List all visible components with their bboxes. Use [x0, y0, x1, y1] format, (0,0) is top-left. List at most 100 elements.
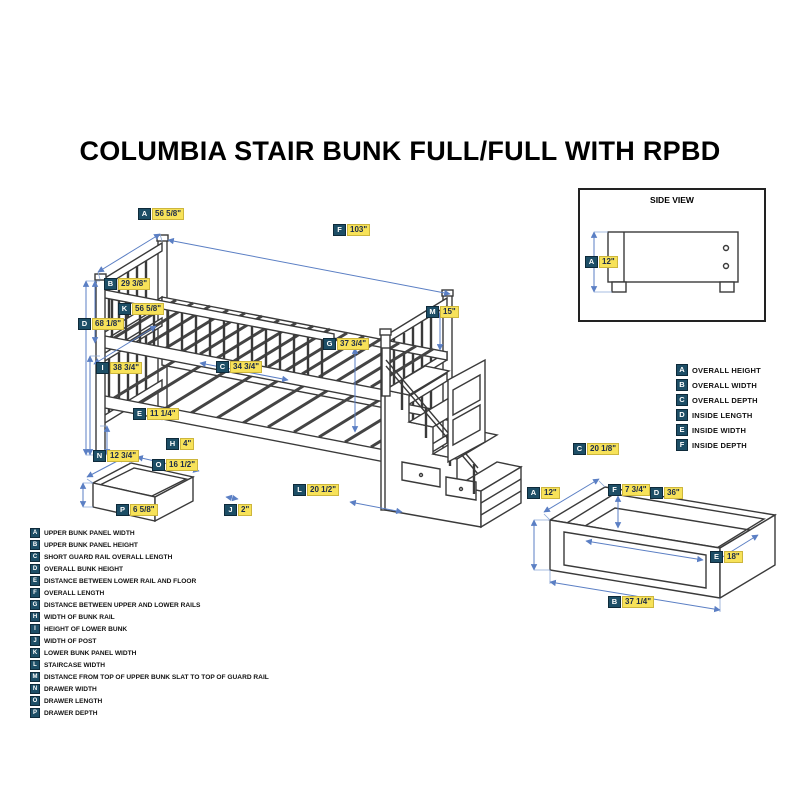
key-letter-box: D — [676, 409, 688, 421]
dim-value: 6 5/8" — [130, 504, 158, 516]
dim-value: 4" — [180, 438, 195, 450]
key-label: WIDTH OF POST — [44, 637, 97, 645]
dim-value: 7 3/4" — [622, 484, 650, 496]
key-letter-box: J — [30, 636, 40, 646]
key-letter-box: F — [676, 439, 688, 451]
parts-key-row: L STAIRCASE WIDTH — [30, 660, 269, 670]
dim-value: 37 3/4" — [337, 338, 370, 350]
key-label: WIDTH OF BUNK RAIL — [44, 613, 115, 621]
dim-letter-box: M — [426, 306, 439, 318]
dim-letter-box: A — [527, 487, 540, 499]
dim-letter-box: K — [118, 303, 131, 315]
dim-value: 38 3/4" — [110, 362, 143, 374]
key-label: INSIDE WIDTH — [692, 425, 747, 435]
dim-value: 103" — [347, 224, 371, 236]
key-label: OVERALL DEPTH — [692, 395, 758, 405]
bunk-bed-drawing — [82, 233, 523, 529]
key-letter-box: P — [30, 708, 40, 718]
parts-key-row: B UPPER BUNK PANEL HEIGHT — [30, 540, 269, 550]
key-letter-box: G — [30, 600, 40, 610]
key-letter-box: M — [30, 672, 40, 682]
key-label: UPPER BUNK PANEL HEIGHT — [44, 541, 138, 549]
dim-value: 68 1/8" — [92, 318, 125, 330]
parts-key-row: J WIDTH OF POST — [30, 636, 269, 646]
key-letter-box: D — [30, 564, 40, 574]
key-letter-box: L — [30, 660, 40, 670]
dim-value: 11 1/4" — [147, 408, 179, 420]
key-letter-box: I — [30, 624, 40, 634]
dim-value: 12 3/4" — [107, 450, 140, 462]
key-letter-box: H — [30, 612, 40, 622]
parts-key-row: M DISTANCE FROM TOP OF UPPER BUNK SLAT TO… — [30, 672, 269, 682]
key-label: INSIDE DEPTH — [692, 440, 747, 450]
dim-letter-box: D — [650, 487, 663, 499]
dim-value: 12" — [541, 487, 560, 499]
key-letter-box: C — [676, 394, 688, 406]
key-letter-box: E — [30, 576, 40, 586]
dim-letter-box: N — [93, 450, 106, 462]
page-title: COLUMBIA STAIR BUNK FULL/FULL WITH RPBD — [79, 136, 721, 166]
key-label: DRAWER WIDTH — [44, 685, 97, 693]
dim-letter-box: G — [323, 338, 336, 350]
key-letter-box: A — [30, 528, 40, 538]
key-letter-box: F — [30, 588, 40, 598]
parts-key-row: I HEIGHT OF LOWER BUNK — [30, 624, 269, 634]
dim-value: 2" — [238, 504, 253, 516]
dim-letter-box: D — [78, 318, 91, 330]
side-view-panel: SIDE VIEW — [578, 188, 766, 322]
dim-letter-box: P — [116, 504, 129, 516]
key-letter-box: A — [676, 364, 688, 376]
dimension-key-row: A OVERALL HEIGHT — [676, 364, 761, 376]
key-label: STAIRCASE WIDTH — [44, 661, 106, 669]
dim-value: 15" — [440, 306, 459, 318]
dim-value: 56 5/8" — [152, 208, 185, 220]
dim-letter-box: F — [608, 484, 621, 496]
key-label: INSIDE LENGTH — [692, 410, 753, 420]
dim-letter-box: F — [333, 224, 346, 236]
dim-value: 56 5/8" — [132, 303, 165, 315]
key-label: DISTANCE BETWEEN LOWER RAIL AND FLOOR — [44, 577, 197, 585]
key-label: DISTANCE FROM TOP OF UPPER BUNK SLAT TO … — [44, 673, 269, 681]
parts-key: A UPPER BUNK PANEL WIDTH B UPPER BUNK PANE… — [30, 528, 269, 718]
dim-letter-box: A — [585, 256, 598, 268]
key-label: UPPER BUNK PANEL WIDTH — [44, 529, 135, 537]
side-view-drawing — [590, 231, 739, 293]
dim-letter-box: A — [138, 208, 151, 220]
dim-letter-box: C — [216, 361, 229, 373]
dimension-key-row: F INSIDE DEPTH — [676, 439, 761, 451]
dim-value: 18" — [724, 551, 743, 563]
dim-value: 20 1/8" — [587, 443, 620, 455]
key-label: HEIGHT OF LOWER BUNK — [44, 625, 128, 633]
dim-letter-box: L — [293, 484, 306, 496]
dim-value: 34 3/4" — [230, 361, 263, 373]
key-label: OVERALL HEIGHT — [692, 365, 761, 375]
dim-letter-box: H — [166, 438, 179, 450]
side-view-title: SIDE VIEW — [650, 195, 694, 205]
dim-letter-box: J — [224, 504, 237, 516]
key-letter-box: B — [30, 540, 40, 550]
dim-letter-box: E — [133, 408, 146, 420]
